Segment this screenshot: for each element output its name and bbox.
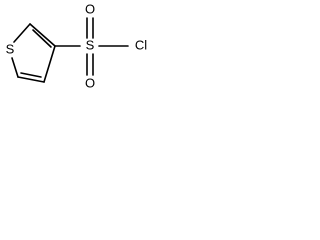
ring-sulfur-label: S	[6, 41, 15, 56]
bond-s1-c2	[13, 23, 31, 43]
oxygen-bottom-label: O	[85, 75, 95, 90]
structure-diagram: S S O O Cl	[0, 0, 160, 102]
chlorine-label: Cl	[135, 37, 147, 52]
sulfonyl-sulfur-label: S	[86, 37, 95, 52]
thiophene-ring	[11, 23, 56, 83]
bond-c5-s1	[11, 57, 19, 78]
sulfonyl-oxygen-top-bond	[86, 17, 94, 39]
bond-c2-c3-inner	[32, 29, 52, 48]
molecule-drawing: S S O O Cl	[6, 1, 148, 90]
bond-c4-c5-inner	[20, 72, 42, 78]
bond-c4-c5	[17, 76, 45, 83]
bond-c3-c4	[43, 45, 56, 83]
oxygen-top-label: O	[85, 1, 95, 16]
bond-c2-c3	[29, 23, 56, 47]
sulfonyl-oxygen-bottom-bond	[86, 53, 94, 76]
